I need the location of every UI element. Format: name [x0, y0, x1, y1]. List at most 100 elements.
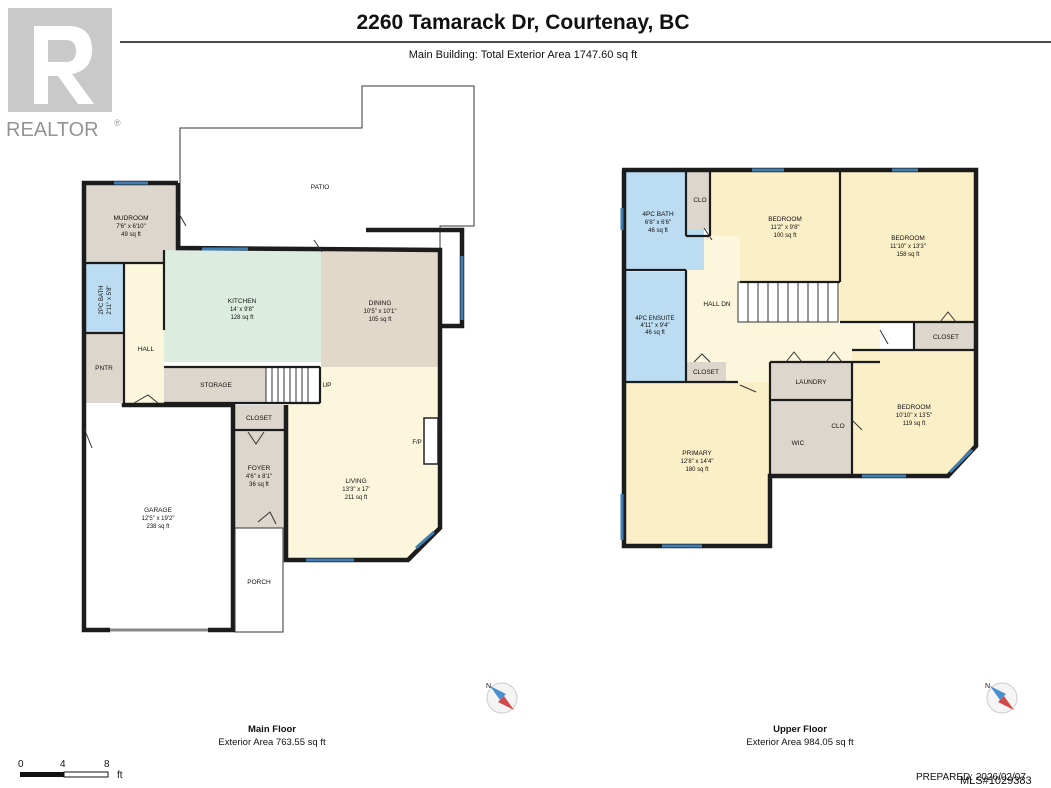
- patio-outline: [179, 85, 475, 252]
- kitchen-dims: 14' x 9'8": [230, 307, 254, 313]
- listing-title: 2260 Tamarack Dr, Courtenay, BC: [356, 11, 689, 34]
- scale-bar: 0 4 8 ft: [18, 759, 123, 781]
- logo-text: REALTOR: [6, 119, 99, 141]
- stairs-up-label: UP: [322, 382, 331, 389]
- primary-label: PRIMARY: [682, 450, 712, 457]
- closet-main-fill: [233, 405, 286, 430]
- scale-tick-0: 0: [18, 759, 24, 770]
- logo-registered-mark: ®: [114, 118, 121, 128]
- ensuite-fill: [624, 272, 686, 382]
- mudroom-label: MUDROOM: [113, 215, 148, 222]
- dining-fill: [321, 252, 438, 367]
- bath2-label: 2PC BATH: [99, 286, 105, 315]
- storage-fill: [164, 367, 266, 403]
- hall-fill: [124, 263, 164, 403]
- closet-upper2-label: CLOSET: [933, 334, 959, 341]
- upper-floor-area: Exterior Area 984.05 sq ft: [746, 737, 854, 748]
- wic-label: WIC: [792, 440, 805, 447]
- garage-label: GARAGE: [144, 507, 172, 514]
- main-stairs: [265, 366, 321, 404]
- laundry-fill: [770, 362, 852, 400]
- svg-text:N: N: [985, 683, 990, 690]
- mudroom-fill: [84, 183, 178, 263]
- bath4-dims: 6'8" x 6'6": [645, 220, 671, 226]
- bedroom1-label: BEDROOM: [768, 216, 802, 223]
- closet-upper1-label: CLOSET: [693, 369, 719, 376]
- fireplace-label: F/P: [412, 440, 421, 446]
- clo2-label: CLO: [831, 423, 844, 430]
- kitchen-label: KITCHEN: [228, 298, 257, 305]
- total-area-subtitle: Main Building: Total Exterior Area 1747.…: [409, 49, 638, 61]
- bedroom1-area: 100 sq ft: [773, 233, 796, 239]
- fireplace: [423, 417, 439, 465]
- dining-area: 105 sq ft: [368, 317, 391, 323]
- garage-dims: 12'5" x 19'2": [142, 516, 175, 522]
- primary-fill: [624, 382, 770, 546]
- clo1-fill: [686, 172, 710, 230]
- bedroom3-label: BEDROOM: [897, 404, 931, 411]
- upper-floor-caption: Upper Floor: [773, 724, 827, 735]
- clo2-fill: [824, 404, 852, 446]
- foyer-dims: 4'6" x 8'1": [246, 474, 272, 480]
- ensuite-label: 4PC ENSUITE: [635, 316, 674, 322]
- primary-dims: 12'8" x 14'4": [681, 459, 714, 465]
- upper-hall-label: HALL DN: [703, 301, 731, 308]
- bath2-fill: [84, 263, 124, 333]
- mudroom-dims: 7'6" x 6'10": [116, 224, 146, 230]
- foyer-fill: [233, 430, 286, 528]
- kitchen-fill: [164, 250, 321, 362]
- main-compass-icon: N: [486, 682, 518, 714]
- main-floor-area: Exterior Area 763.55 sq ft: [218, 737, 326, 748]
- laundry-label: LAUNDRY: [796, 379, 828, 386]
- prepared-date: PREPARED: 2026/02/07: [916, 772, 1026, 783]
- garage-area: 238 sq ft: [146, 524, 169, 530]
- bath2-dims: 2'11" x 5'8": [107, 285, 113, 314]
- bedroom2-fill: [840, 170, 976, 322]
- ensuite-area: 46 sq ft: [645, 330, 665, 336]
- dining-label: DINING: [369, 300, 392, 307]
- closet-upper1-fill: [686, 362, 726, 382]
- closet-label: CLOSET: [246, 415, 272, 422]
- scale-tick-8: 8: [104, 759, 110, 770]
- bedroom3-area: 119 sq ft: [903, 421, 926, 427]
- bedroom2-dims: 11'10" x 13'3": [890, 244, 926, 250]
- mls-number: MLS#1029383: [960, 775, 1032, 787]
- bath4-area: 46 sq ft: [648, 228, 668, 234]
- upper-stairs: [737, 281, 839, 323]
- patio-label: PATIO: [311, 184, 330, 191]
- bath4-label: 4PC BATH: [642, 211, 674, 218]
- primary-area: 180 sq ft: [685, 467, 708, 473]
- foyer-area: 36 sq ft: [249, 482, 269, 488]
- dining-dims: 10'5" x 10'1": [364, 309, 397, 315]
- foyer-label: FOYER: [248, 465, 271, 472]
- scale-tick-4: 4: [60, 759, 66, 770]
- bedroom1-dims: 11'2" x 9'8": [770, 225, 799, 231]
- svg-text:N: N: [486, 683, 491, 690]
- kitchen-area: 128 sq ft: [230, 315, 253, 321]
- porch-outline: [234, 527, 284, 633]
- bedroom3-dims: 10'10" x 13'5": [896, 413, 932, 419]
- bedroom2-area: 158 sq ft: [896, 252, 919, 258]
- upper-compass-icon: N: [985, 682, 1018, 714]
- living-area: 211 sq ft: [345, 495, 368, 501]
- closet-upper2-fill: [914, 322, 976, 350]
- upper-floor-plan: 4PC BATH 6'8" x 6'6" 46 sq ft CLO BEDROO…: [620, 167, 1018, 748]
- porch-label: PORCH: [247, 579, 271, 586]
- living-label: LIVING: [345, 478, 366, 485]
- main-floor-plan: PATIO MUDROOM 7'6" x 6'10" 49 sq ft 2PC …: [81, 85, 518, 748]
- realtor-logo: REALTOR ®: [6, 8, 121, 141]
- main-floor-caption: Main Floor: [248, 724, 296, 735]
- hall-label: HALL: [138, 346, 155, 353]
- scale-unit: ft: [117, 770, 123, 781]
- bedroom2-label: BEDROOM: [891, 235, 925, 242]
- ensuite-dims: 4'11" x 9'4": [640, 323, 669, 329]
- living-dims: 13'3" x 17': [342, 487, 369, 493]
- pntr-label: PNTR: [95, 365, 113, 372]
- pntr-fill: [84, 333, 124, 403]
- storage-label: STORAGE: [200, 382, 232, 389]
- bedroom3-fill: [852, 350, 976, 476]
- living-fill: [286, 367, 438, 558]
- mudroom-area: 49 sq ft: [121, 232, 141, 238]
- clo1-label: CLO: [693, 197, 706, 204]
